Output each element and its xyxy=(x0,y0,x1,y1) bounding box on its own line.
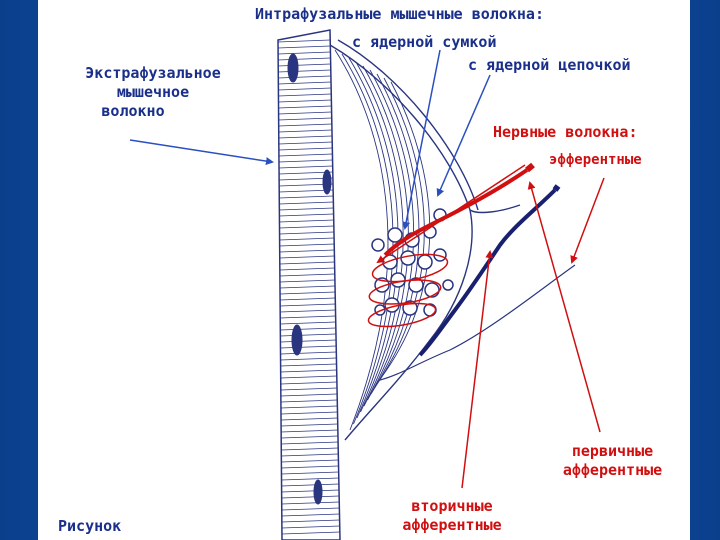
figure-caption: Рисунок xyxy=(58,517,122,535)
extrafusal-label-line3: волокно xyxy=(101,102,165,120)
secondary-label-line1: вторичные xyxy=(411,497,493,515)
secondary-label-line2: афферентные xyxy=(402,516,502,534)
extrafusal-fiber xyxy=(277,29,341,540)
nerve-fibers-title: Нервные волокна: xyxy=(493,123,638,141)
nuclear-chain-label: с ядерной цепочкой xyxy=(468,56,631,74)
efferent-nerve xyxy=(367,162,535,328)
primary-label-line1: первичные xyxy=(571,442,654,460)
nuclear-bag-label: с ядерной сумкой xyxy=(352,33,497,51)
extrafusal-label-line1: Экстрафузальное xyxy=(85,64,221,82)
efferent-label: эфферентные xyxy=(549,152,642,168)
secondary-afferent-label: вторичные афферентные xyxy=(372,497,532,535)
extrafusal-fiber-label: Экстрафузальное мышечное волокно xyxy=(58,64,248,121)
primary-label-line2: афферентные xyxy=(562,461,663,479)
extrafusal-label-line2: мышечное xyxy=(116,83,190,101)
intrafusal-fibers-title: Интрафузальные мышечные волокна: xyxy=(255,5,544,23)
afferent-nerve xyxy=(379,184,576,381)
annotation-arrows xyxy=(129,49,605,489)
content-panel xyxy=(38,0,690,540)
spindle-capsule xyxy=(329,39,521,441)
primary-afferent-label: первичные афферентные xyxy=(535,442,690,480)
